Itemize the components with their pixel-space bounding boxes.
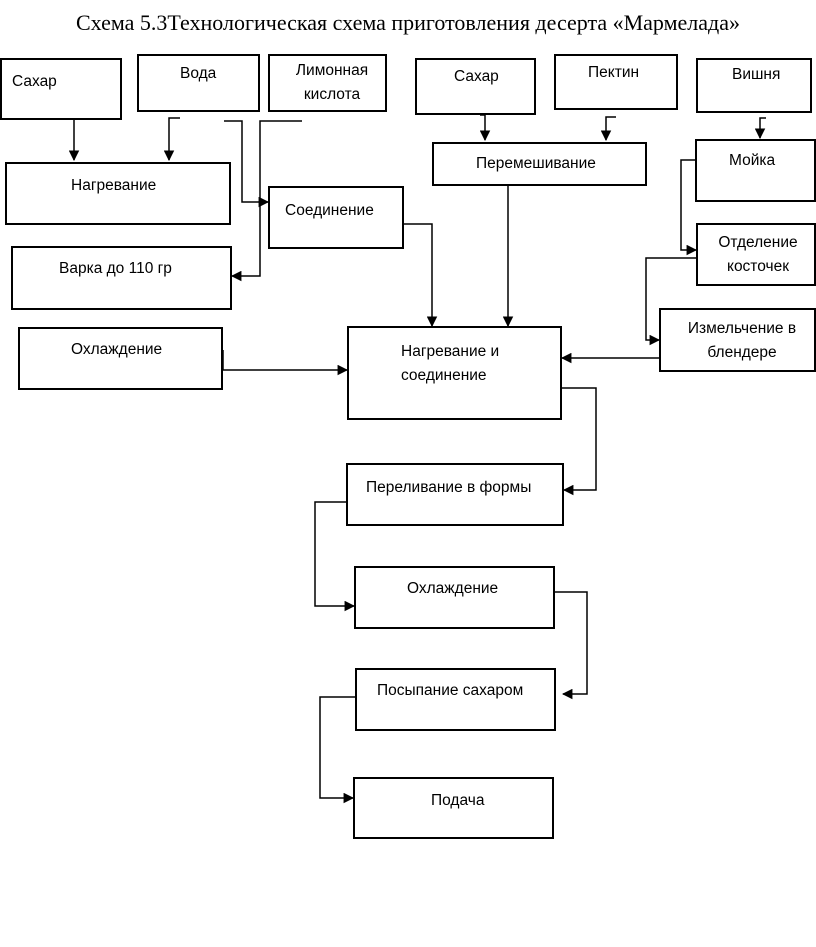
box-sprinkle-sugar: Посыпание сахаром bbox=[355, 668, 556, 731]
box-boiling-label: Варка до 110 гр bbox=[59, 260, 172, 277]
box-pit-removal-label: Отделение косточек bbox=[718, 234, 798, 276]
box-serving-label: Подача bbox=[431, 792, 485, 809]
diagram-title: Схема 5.3Технологическая схема приготовл… bbox=[76, 10, 740, 35]
box-washing: Мойка bbox=[695, 139, 816, 202]
box-water: Вода bbox=[137, 54, 260, 112]
arrow-sprinkle-to-serving bbox=[319, 696, 355, 804]
arrow-pectin-to-mixing bbox=[600, 116, 616, 142]
box-boiling: Варка до 110 гр bbox=[11, 246, 232, 310]
arrow-water-to-combining bbox=[224, 120, 270, 208]
box-heat-combine: Нагревание и соединение bbox=[347, 326, 562, 420]
box-cherry: Вишня bbox=[696, 58, 812, 113]
box-combining-label: Соединение bbox=[285, 202, 374, 219]
box-combining: Соединение bbox=[268, 186, 404, 249]
arrow-sugar2-to-mixing bbox=[479, 114, 491, 142]
box-heat-combine-label: Нагревание и соединение bbox=[401, 343, 500, 385]
arrow-heat-to-pour bbox=[562, 387, 597, 496]
box-cherry-label: Вишня bbox=[732, 66, 781, 83]
box-blender-label: Измельчение в блендере bbox=[687, 320, 797, 362]
box-washing-label: Мойка bbox=[729, 152, 776, 169]
arrow-washing-to-pits bbox=[680, 159, 698, 256]
box-sugar-2-label: Сахар bbox=[454, 68, 499, 85]
arrow-cooling-to-sprinkle bbox=[555, 591, 588, 700]
arrow-combining-to-heat bbox=[404, 223, 438, 328]
box-pectin-label: Пектин bbox=[588, 64, 640, 81]
box-pectin: Пектин bbox=[554, 54, 678, 110]
box-mixing: Перемешивание bbox=[432, 142, 647, 186]
box-lemon-acid: Лимонная кислота bbox=[268, 54, 387, 112]
box-cooling-1-label: Охлаждение bbox=[71, 341, 163, 358]
box-blender: Измельчение в блендере bbox=[659, 308, 816, 372]
box-pit-removal: Отделение косточек bbox=[696, 223, 816, 286]
box-sugar-2: Сахар bbox=[415, 58, 536, 115]
arrow-cooling-to-heat bbox=[222, 350, 349, 376]
box-sprinkle-sugar-label: Посыпание сахаром bbox=[377, 682, 524, 699]
box-cooling-2-label: Охлаждение bbox=[407, 580, 499, 597]
arrow-lemon-to-boiling bbox=[230, 120, 302, 282]
arrow-water-to-heating bbox=[163, 117, 180, 162]
box-heating: Нагревание bbox=[5, 162, 231, 225]
box-mixing-label: Перемешивание bbox=[476, 155, 596, 172]
box-pour-molds-label: Переливание в формы bbox=[366, 479, 532, 496]
box-cooling-2: Охлаждение bbox=[354, 566, 555, 629]
arrow-pits-to-blender bbox=[645, 257, 697, 346]
box-serving: Подача bbox=[353, 777, 554, 839]
arrow-pour-to-cooling bbox=[314, 501, 356, 612]
box-pour-molds: Переливание в формы bbox=[346, 463, 564, 526]
box-heating-label: Нагревание bbox=[71, 177, 157, 194]
box-cooling-1: Охлаждение bbox=[18, 327, 223, 390]
box-water-label: Вода bbox=[180, 65, 217, 82]
box-sugar-label: Сахар bbox=[12, 73, 57, 90]
box-sugar: Сахар bbox=[0, 58, 122, 120]
box-lemon-acid-label: Лимонная кислота bbox=[295, 62, 369, 104]
arrow-cherry-to-washing bbox=[754, 117, 766, 140]
